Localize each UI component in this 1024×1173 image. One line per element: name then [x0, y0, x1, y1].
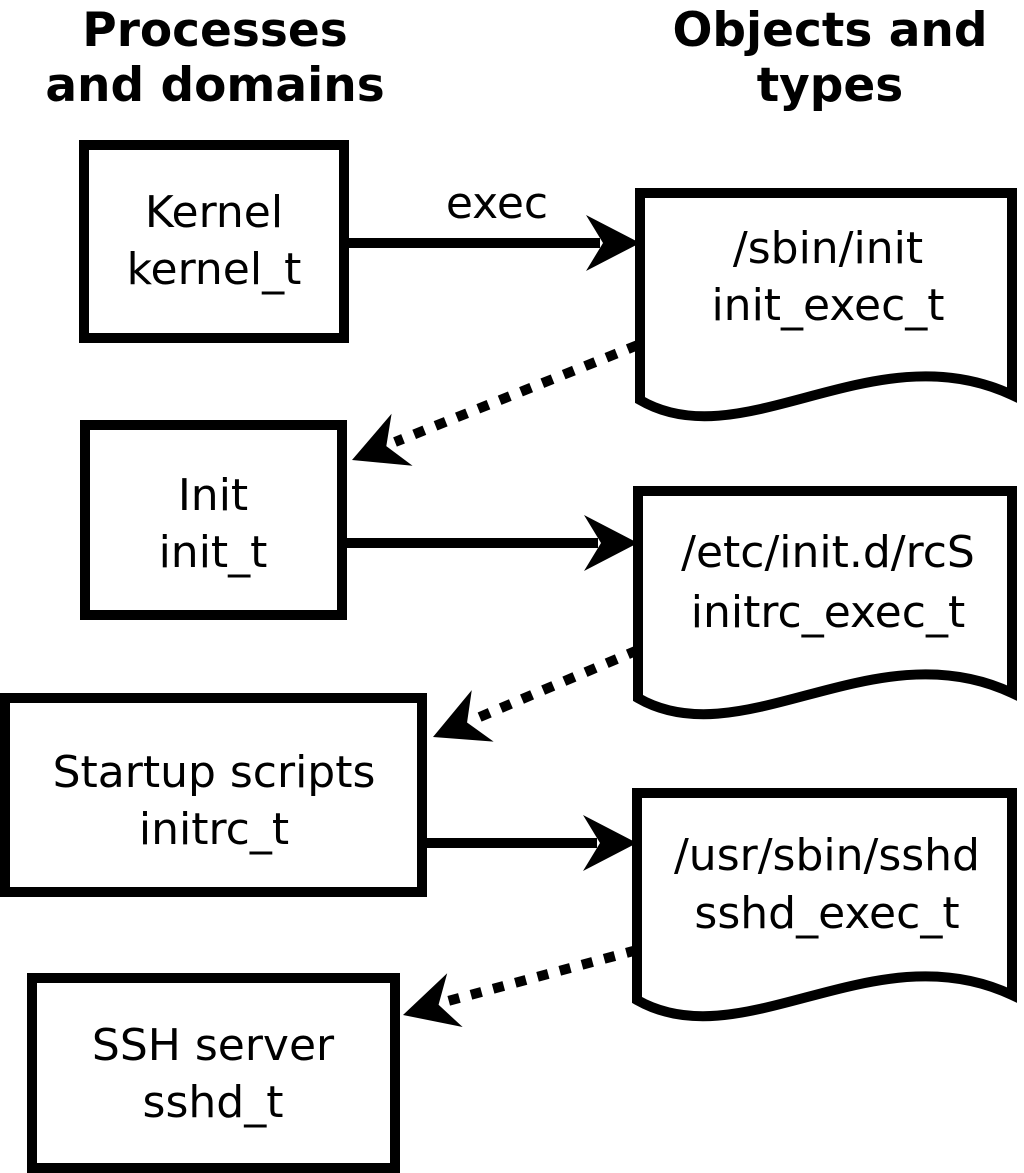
sbin-init-doc-type: init_exec_t: [711, 280, 944, 331]
solid-arrow-init-to-rcs: [347, 515, 638, 571]
init-box-label: Init: [178, 470, 248, 521]
ssh-server-box-shape: [27, 973, 400, 1173]
solid-arrowhead-icon: [586, 215, 640, 271]
dotted-arrowhead-icon: [352, 413, 413, 466]
usr-sbin-sshd-doc-path: /usr/sbin/sshd: [674, 830, 980, 881]
startup-scripts-box-shape: [0, 693, 427, 897]
dotted-arrowhead-icon: [433, 690, 494, 742]
heading-processes-line1: Processes: [82, 3, 347, 58]
etc-initd-rcs-doc-path: /etc/init.d/rcS: [681, 527, 975, 578]
kernel-box-label: Kernel: [145, 187, 283, 238]
solid-arrow-kernel-to-sbin-init: exec: [348, 178, 640, 271]
object-doc-etc-initd-rcs: /etc/init.d/rcS initrc_exec_t: [633, 486, 1017, 720]
process-box-init: Init init_t: [80, 420, 347, 620]
process-box-kernel: Kernel kernel_t: [79, 140, 349, 343]
ssh-server-box-label: SSH server: [92, 1020, 335, 1071]
dotted-arrow-sbin-init-to-init: [352, 340, 640, 466]
process-box-startup-scripts: Startup scripts initrc_t: [0, 693, 427, 897]
sbin-init-doc-path: /sbin/init: [733, 223, 923, 274]
solid-arrowhead-icon: [583, 815, 637, 871]
dotted-arrow-line: [473, 645, 640, 724]
dotted-arrow-sshd-to-ssh-server: [403, 945, 639, 1028]
object-doc-usr-sbin-sshd: /usr/sbin/sshd sshd_exec_t: [632, 788, 1017, 1022]
heading-processes-line2: and domains: [45, 58, 384, 113]
column-heading-processes: Processes and domains: [45, 3, 384, 113]
startup-scripts-box-domain: initrc_t: [139, 804, 289, 855]
solid-arrowhead-icon: [584, 515, 638, 571]
ssh-server-box-domain: sshd_t: [143, 1077, 284, 1128]
usr-sbin-sshd-doc-shape: [632, 788, 1017, 1022]
startup-scripts-box-label: Startup scripts: [53, 747, 376, 798]
dotted-arrow-rcs-to-startup: [433, 645, 640, 742]
solid-arrow-startup-to-sshd: [427, 815, 637, 871]
etc-initd-rcs-doc-type: initrc_exec_t: [691, 587, 965, 638]
init-box-shape: [80, 420, 347, 620]
heading-objects-line1: Objects and: [672, 3, 987, 58]
kernel-box-domain: kernel_t: [127, 244, 302, 295]
usr-sbin-sshd-doc-type: sshd_exec_t: [694, 888, 959, 939]
exec-arrow-label: exec: [446, 178, 548, 229]
object-doc-sbin-init: /sbin/init init_exec_t: [635, 188, 1017, 422]
column-heading-objects: Objects and types: [672, 3, 987, 113]
init-box-domain: init_t: [159, 527, 268, 578]
sbin-init-doc-shape: [635, 188, 1017, 422]
dotted-arrow-line: [393, 340, 640, 447]
heading-objects-line2: types: [757, 58, 904, 113]
kernel-box-shape: [79, 140, 349, 343]
dotted-arrow-line: [446, 945, 639, 1006]
process-box-ssh-server: SSH server sshd_t: [27, 973, 400, 1173]
etc-initd-rcs-doc-shape: [633, 486, 1017, 720]
dotted-arrowhead-icon: [403, 973, 463, 1028]
